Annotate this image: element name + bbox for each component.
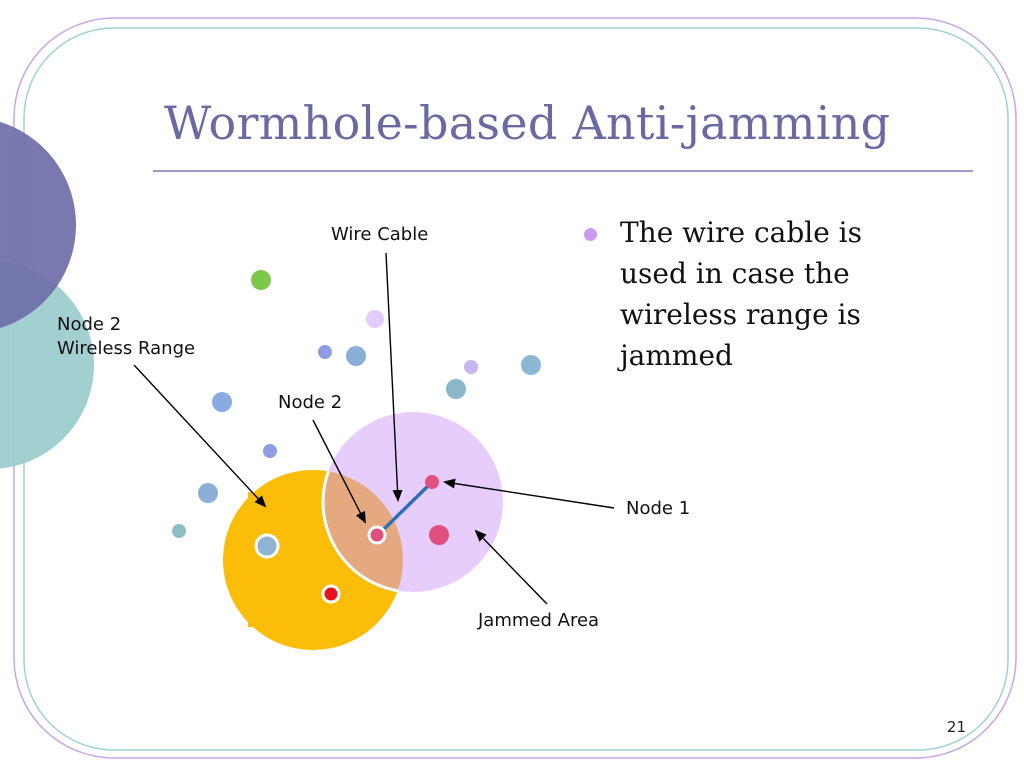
- wire-cable: [381, 482, 432, 532]
- node-dot: [321, 584, 341, 604]
- slide-title: Wormhole-based Anti-jamming: [164, 96, 891, 150]
- node-dot: [318, 345, 332, 359]
- arrow-jammed-area: [474, 529, 548, 605]
- range-notch: [248, 492, 260, 502]
- arrow-node1: [443, 478, 615, 509]
- bullet-text: The wire cable is used in case the wirel…: [620, 216, 863, 372]
- node-dot: [429, 525, 449, 545]
- node-dot: [464, 360, 478, 374]
- node-2: [367, 525, 387, 545]
- label-node2: Node 2: [278, 392, 343, 413]
- label-jammed-area: Jammed Area: [478, 610, 600, 631]
- label-node2-range-line2: Wireless Range: [57, 338, 196, 359]
- arrow-node2: [312, 419, 366, 524]
- node-dot: [198, 483, 218, 503]
- node-1: [425, 475, 439, 489]
- label-node1: Node 1: [626, 498, 691, 519]
- arrow-wire-cable: [385, 252, 403, 502]
- node-dot: [263, 444, 277, 458]
- node-dot: [346, 346, 366, 366]
- node-dot: [366, 310, 384, 328]
- decor-circle-purple: [0, 121, 76, 329]
- arrow-node2-range: [133, 364, 267, 508]
- node-dot: [212, 392, 232, 412]
- label-arrows: [133, 252, 615, 605]
- node-dot: [254, 533, 280, 559]
- node-dot: [521, 355, 541, 375]
- node-dot: [172, 524, 186, 538]
- node-dot: [446, 379, 466, 399]
- label-node2-range-line1: Node 2: [57, 314, 122, 335]
- page-number: 21: [946, 718, 966, 736]
- scattered-nodes: [172, 270, 541, 538]
- node-dot: [251, 270, 271, 290]
- range-notch: [248, 617, 260, 627]
- overlap-boundary: [321, 470, 403, 594]
- overlap-region: [323, 470, 403, 592]
- label-wire-cable: Wire Cable: [331, 224, 429, 245]
- title-underline: [153, 170, 973, 172]
- bullet-dot: [584, 228, 597, 241]
